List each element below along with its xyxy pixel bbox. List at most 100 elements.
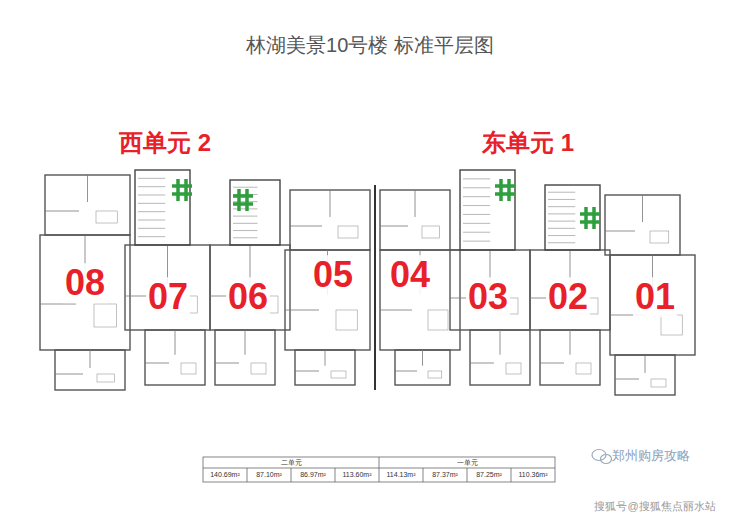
furniture [661, 315, 682, 335]
stair-core [230, 180, 280, 245]
unit-heading: 东单元 1 [482, 130, 574, 156]
partition-wall [87, 175, 88, 202]
stair-tread [548, 228, 575, 229]
furniture [251, 363, 266, 374]
stair-tread [138, 236, 165, 237]
furniture [651, 379, 666, 387]
room-outline [530, 250, 610, 330]
apartment-number: 01 [633, 277, 677, 317]
partition-wall [330, 190, 331, 217]
room-outline [290, 190, 370, 250]
furniture [181, 363, 196, 374]
room-outline [45, 175, 130, 235]
stair-tread [233, 223, 258, 224]
stair-tread [548, 221, 575, 222]
apartment-number: 04 [388, 255, 432, 295]
plan-walls [40, 170, 695, 395]
room-outline [380, 190, 450, 250]
partition-wall [605, 231, 635, 232]
stair-tread [233, 237, 258, 238]
partition-wall [325, 350, 326, 366]
stair-tread [548, 213, 575, 214]
table-cell: 87.25m² [476, 471, 502, 479]
room-outline [295, 350, 355, 385]
room-outline [55, 350, 125, 390]
watermark: 搜狐号@搜狐焦点丽水站 [594, 500, 715, 512]
stair-tread [548, 235, 575, 236]
partition-wall [422, 350, 423, 366]
stair-tread [233, 230, 258, 231]
partition-wall [55, 374, 83, 375]
partition-wall [570, 330, 571, 355]
table-cell: 114.13m² [386, 471, 415, 479]
apartment-number: 05 [311, 255, 355, 295]
apartment-number: 03 [466, 277, 510, 317]
stair-tread [548, 242, 575, 243]
room-outline [610, 255, 695, 355]
room-outline [380, 250, 460, 350]
stair-tread [463, 232, 490, 233]
partition-wall [642, 195, 643, 222]
table-cell: 110.36m² [518, 471, 547, 479]
room-outline [210, 245, 290, 330]
stair-tread [463, 241, 490, 242]
furniture [97, 374, 115, 382]
stair-tread [463, 196, 490, 197]
stair-tread [463, 205, 490, 206]
room-outline [395, 350, 450, 385]
unit-heading: 西单元 2 [119, 130, 211, 156]
room-outline [145, 330, 205, 385]
room-outline [605, 195, 680, 255]
stair-tread [138, 178, 165, 179]
stair-tread [548, 192, 575, 193]
stair-tread [233, 216, 258, 217]
partition-wall [285, 310, 319, 311]
title: 林湖美景10号楼 标准平层图 [246, 34, 494, 56]
furniture [650, 231, 669, 243]
unit-divider [374, 185, 376, 390]
table-header: 一单元 [457, 459, 478, 467]
furniture [576, 363, 591, 374]
stair-tread [138, 211, 165, 212]
furniture [428, 310, 448, 330]
room-outline [540, 330, 600, 385]
partition-wall [415, 190, 416, 217]
furniture [331, 371, 346, 378]
furniture [428, 371, 442, 378]
stair-tread [138, 220, 165, 221]
stair-tread [138, 203, 165, 204]
partition-wall [615, 379, 639, 380]
stair-tread [463, 178, 490, 179]
stair-tread [548, 206, 575, 207]
partition-wall [290, 226, 322, 227]
stair-core [460, 170, 515, 250]
partition-wall [245, 330, 246, 355]
stair-tread [138, 228, 165, 229]
room-outline [615, 355, 675, 395]
apartment-number: 06 [226, 277, 270, 317]
partition-wall [645, 355, 646, 373]
elevator-mark [172, 179, 192, 201]
elevator-mark [580, 207, 600, 229]
furniture [506, 363, 521, 374]
room-outline [285, 250, 370, 350]
table-cell: 140.69m² [210, 471, 240, 479]
stair-tread [138, 195, 165, 196]
table-cell: 87.10m² [256, 471, 282, 479]
stair-tread [463, 223, 490, 224]
stair-tread [138, 186, 165, 187]
furniture [422, 226, 440, 238]
stair-core [135, 170, 190, 245]
watermark-icon [592, 450, 612, 464]
partition-wall [380, 226, 408, 227]
area-table [203, 457, 555, 482]
partition-wall [380, 310, 412, 311]
partition-wall [90, 350, 91, 368]
partition-wall [175, 330, 176, 355]
furniture [338, 226, 358, 238]
furniture [336, 310, 357, 330]
partition-wall [40, 304, 76, 305]
partition-wall [145, 363, 169, 364]
stair-core [545, 185, 600, 250]
